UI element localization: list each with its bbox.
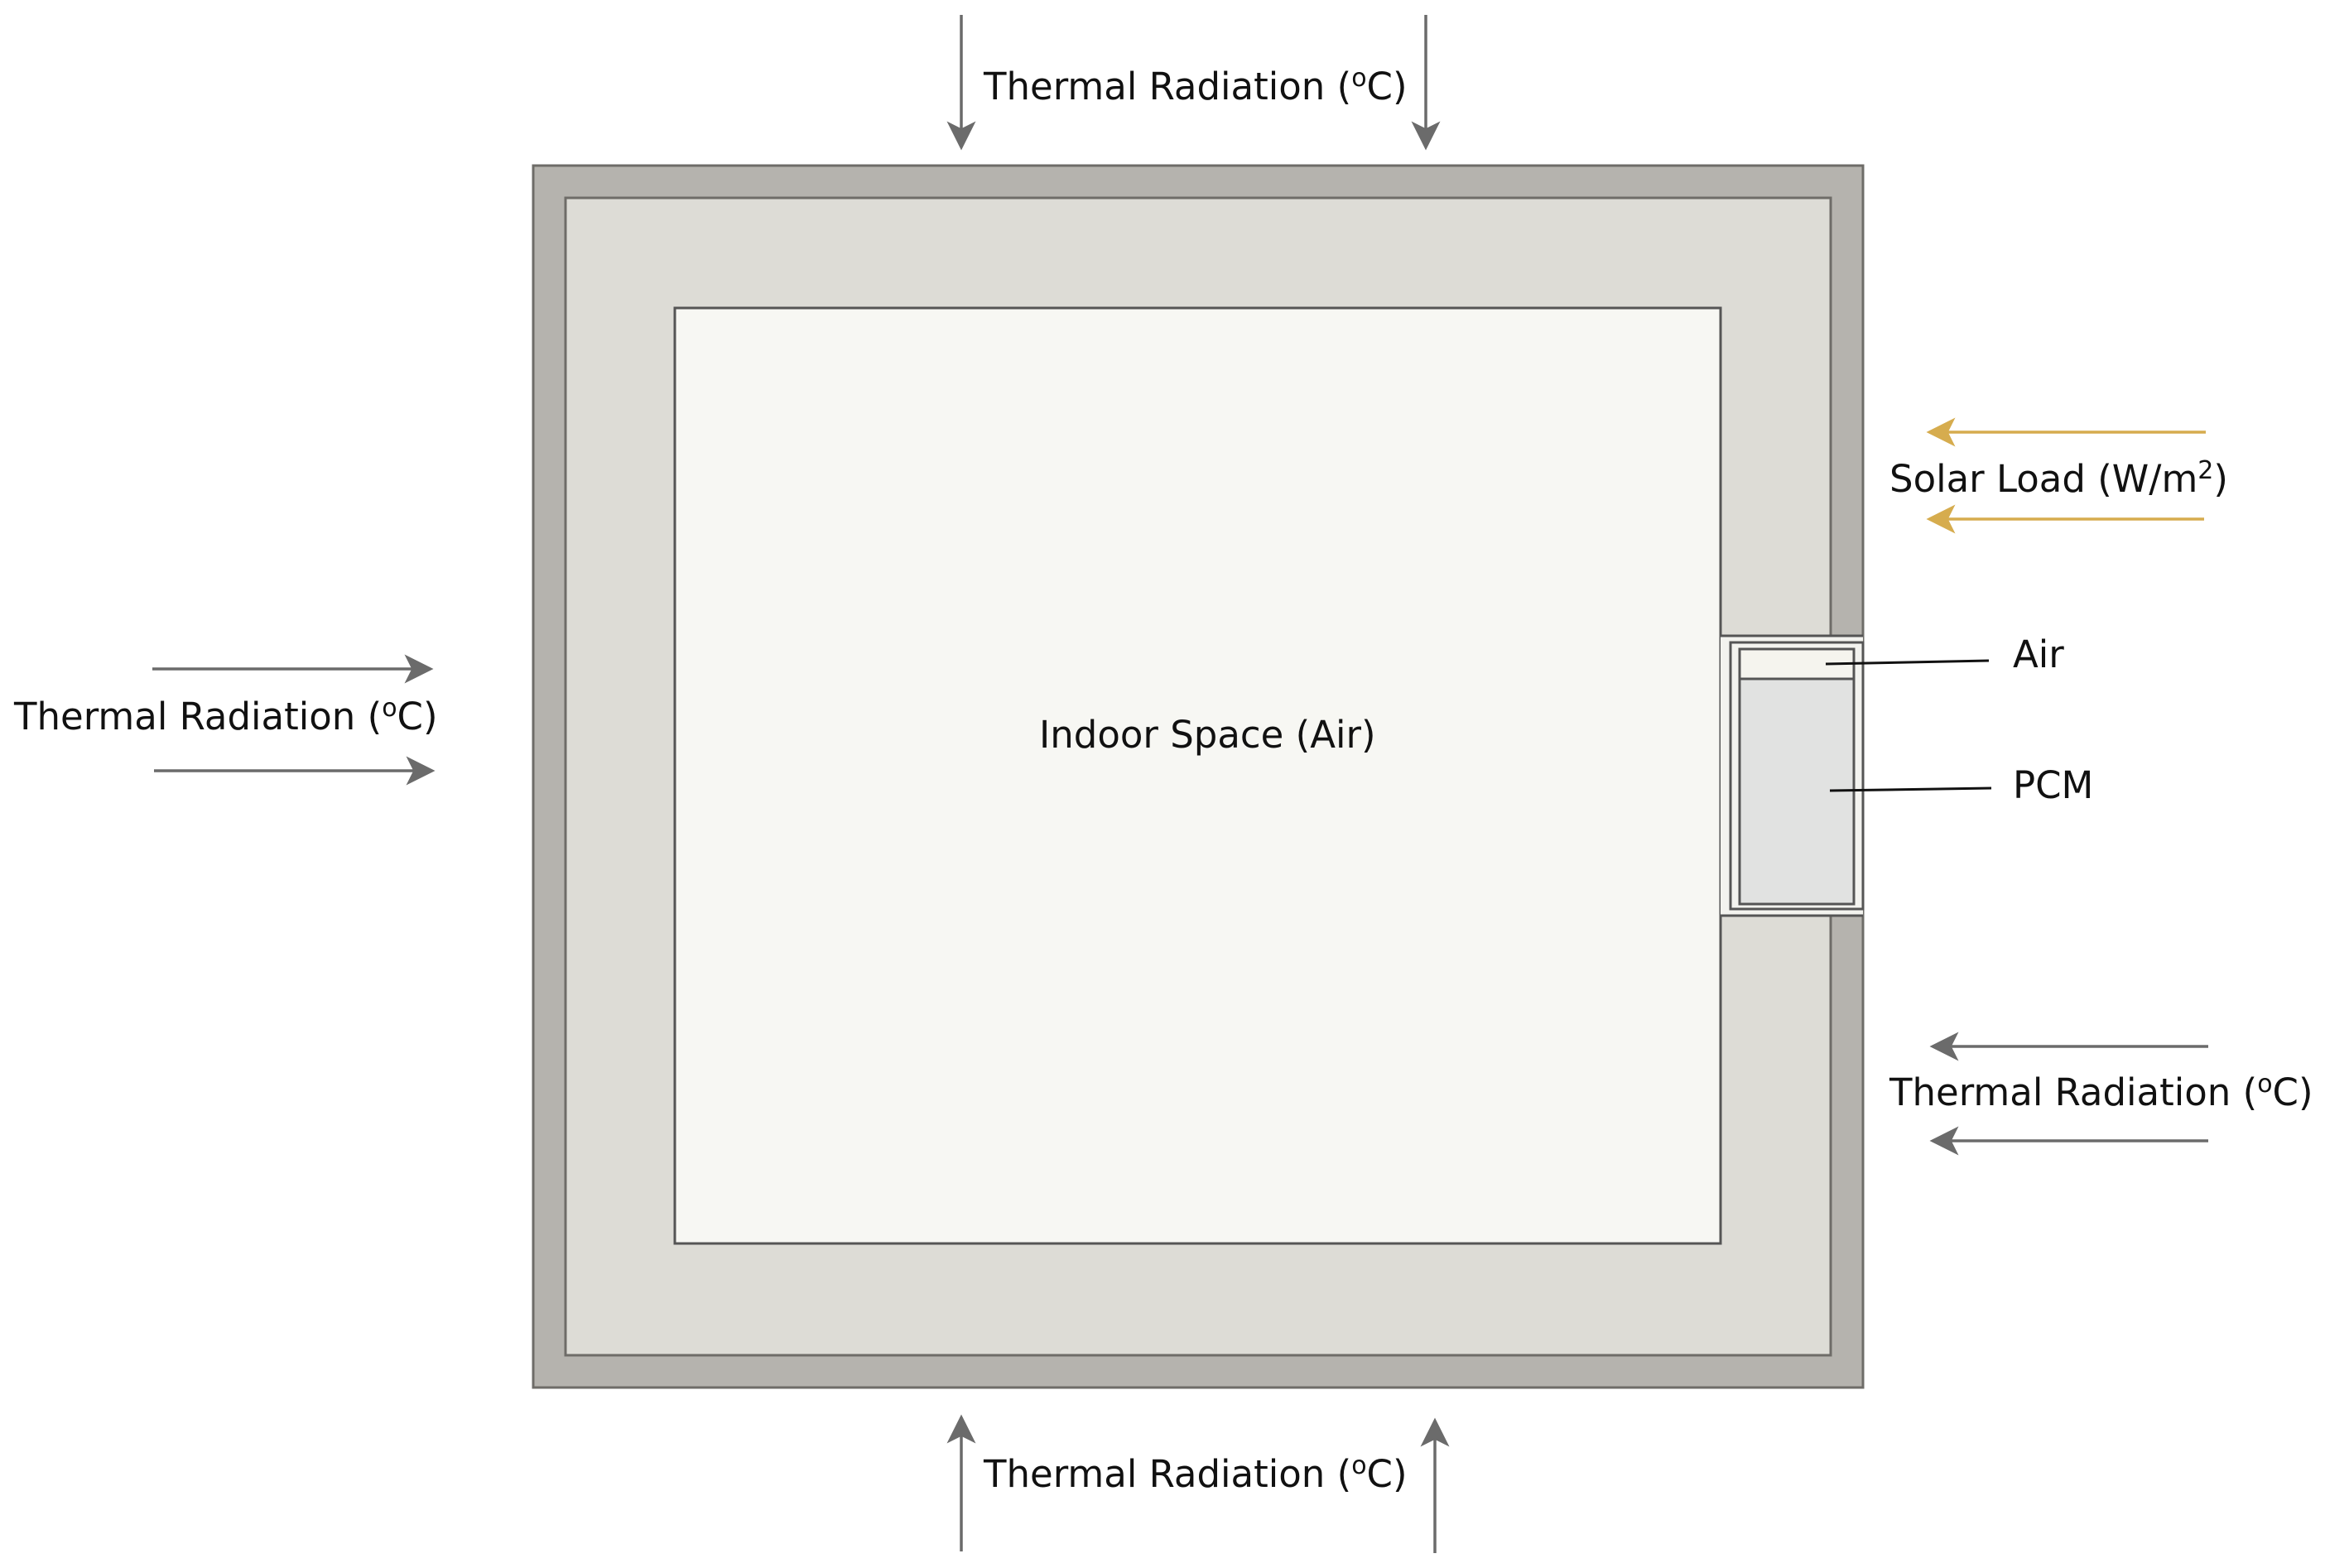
pcm-label: PCM	[2013, 763, 2093, 807]
solar-load-label: Solar Load (W/m2)	[1889, 456, 2228, 501]
air-label: Air	[2013, 632, 2064, 676]
bottom-radiation-label: Thermal Radiation (oC)	[983, 1451, 1408, 1496]
pcm-leader-line	[1829, 786, 1992, 792]
left-radiation-label: Thermal Radiation (oC)	[13, 694, 438, 738]
indoor-space	[673, 306, 1722, 1245]
top-radiation-label: Thermal Radiation (oC)	[983, 64, 1408, 108]
right-radiation-label: Thermal Radiation (oC)	[1889, 1070, 2313, 1114]
indoor-space-label: Indoor Space (Air)	[1039, 713, 1376, 757]
air-leader-line	[1825, 659, 1990, 666]
